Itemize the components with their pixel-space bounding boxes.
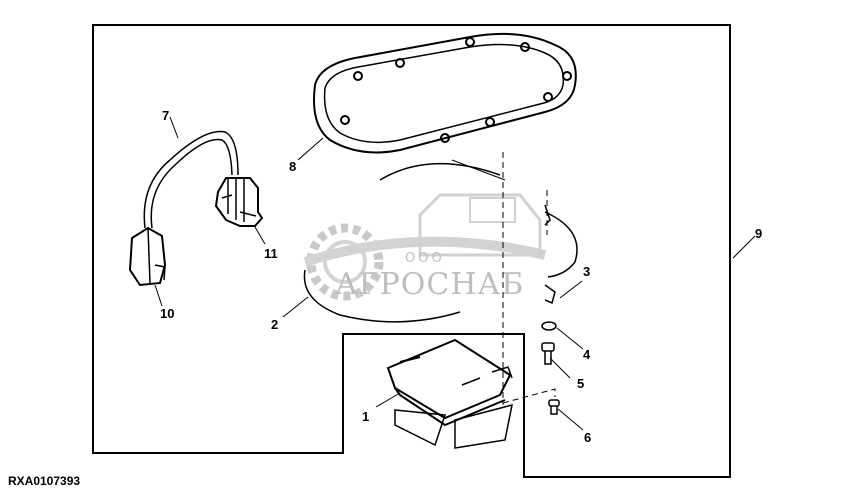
callout-1: 1 <box>362 409 369 424</box>
leader-lines <box>154 116 756 431</box>
callout-10: 10 <box>160 306 174 321</box>
washer-part <box>541 321 557 331</box>
gasket-part <box>313 32 577 154</box>
bracket-part <box>544 204 556 305</box>
callout-6: 6 <box>584 430 591 445</box>
callout-11: 11 <box>264 246 278 261</box>
callout-3: 3 <box>583 264 590 279</box>
control-module-part <box>386 338 513 449</box>
watermark-brand-text: АГРОСНАБ <box>335 267 524 302</box>
callout-2: 2 <box>271 317 278 332</box>
watermark-small-text: ООО <box>405 251 445 266</box>
diagram-frame <box>92 24 731 478</box>
callout-9: 9 <box>755 226 762 241</box>
watermark-logo: ООО АГРОСНАБ <box>303 193 547 302</box>
callout-5: 5 <box>577 376 584 391</box>
bolt-small-part <box>548 399 560 415</box>
bolt-part <box>541 342 555 365</box>
figure-code: RXA0107393 <box>8 474 81 488</box>
housing-part <box>303 159 578 323</box>
callout-4: 4 <box>583 347 591 362</box>
callout-7: 7 <box>162 108 169 123</box>
wiring-harness-part <box>128 130 239 287</box>
callout-8: 8 <box>289 159 296 174</box>
connector-part <box>214 177 264 227</box>
